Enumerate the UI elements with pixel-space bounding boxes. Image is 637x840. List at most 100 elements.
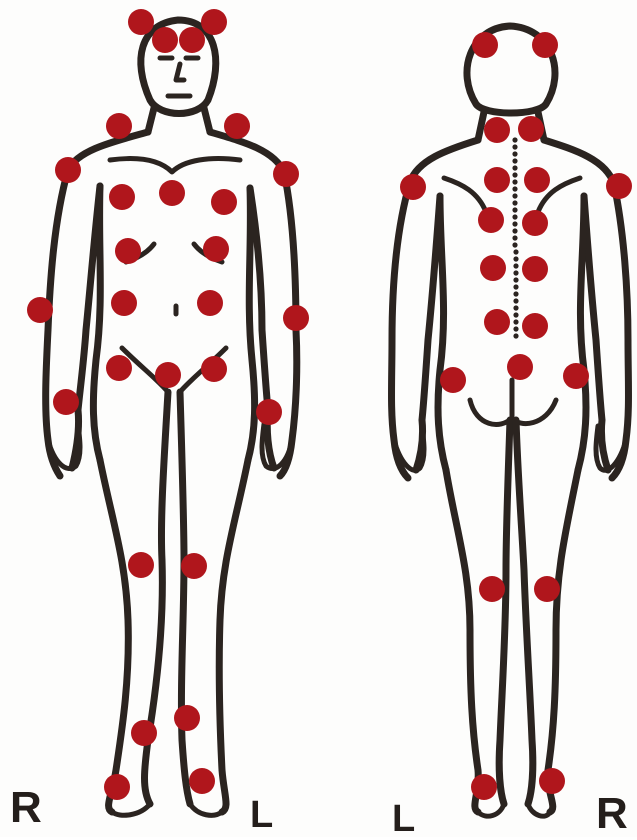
tender-point-marker (201, 356, 227, 382)
back-torso-right (578, 196, 586, 470)
tender-point-marker (484, 167, 510, 193)
tender-point-marker (524, 167, 550, 193)
front-collarbone (110, 159, 240, 173)
spine-dot (512, 165, 517, 170)
tender-point-marker (179, 27, 205, 53)
tender-point-marker (273, 161, 299, 187)
spine-dot (513, 305, 518, 310)
front-right-foot (112, 804, 150, 815)
spine-dot (512, 235, 517, 240)
front-left-side-label: L (250, 796, 273, 834)
tender-point-marker (472, 32, 498, 58)
spine-dot (513, 263, 518, 268)
spine-dot (513, 298, 518, 303)
spine-dot (513, 256, 518, 261)
front-left-leg-inner (180, 392, 190, 804)
tender-point-marker (174, 705, 200, 731)
tender-point-marker (534, 576, 560, 602)
tender-point-marker (211, 189, 237, 215)
spine-dot (513, 319, 518, 324)
tender-point-marker (106, 113, 132, 139)
tender-point-marker (518, 116, 544, 142)
spine-dot (512, 200, 517, 205)
tender-point-marker (104, 774, 130, 800)
tender-point-marker (522, 313, 548, 339)
tender-point-marker (189, 768, 215, 794)
tender-point-marker (532, 32, 558, 58)
tender-point-marker (152, 27, 178, 53)
spine-dot (513, 333, 518, 338)
spine-dot (512, 158, 517, 163)
front-neck-right (148, 108, 154, 132)
tender-point-marker (480, 255, 506, 281)
spine-dot (512, 242, 517, 247)
back-torso-left (438, 196, 446, 470)
back-right-arm-outer (612, 184, 629, 478)
tender-point-marker (155, 362, 181, 388)
tender-point-marker (55, 157, 81, 183)
back-right-leg-inner (516, 420, 533, 804)
tender-point-marker (522, 210, 548, 236)
spine-dot (513, 249, 518, 254)
tender-point-marker (115, 238, 141, 264)
tender-point-marker (484, 117, 510, 143)
back-spine-dots (512, 137, 518, 338)
back-neck-right (478, 112, 484, 140)
spine-dot (512, 221, 517, 226)
tender-point-marker (400, 174, 426, 200)
back-left-leg-outer (446, 470, 478, 812)
tender-point-marker (256, 399, 282, 425)
tender-point-markers (27, 9, 632, 800)
back-left-foot (478, 804, 504, 816)
front-torso-left (248, 188, 255, 460)
back-left-side-label: L (392, 800, 415, 838)
tender-point-marker (440, 367, 466, 393)
front-right-side-label: R (10, 786, 42, 830)
spine-dot (512, 207, 517, 212)
tender-point-marker (201, 9, 227, 35)
tender-point-marker (197, 290, 223, 316)
tender-point-marker (479, 576, 505, 602)
front-nose (176, 64, 184, 80)
tender-point-marker (131, 720, 157, 746)
back-buttocks (470, 380, 556, 424)
tender-point-marker (53, 389, 79, 415)
tender-point-marker (539, 768, 565, 794)
front-left-foot (190, 804, 222, 815)
spine-dot (513, 291, 518, 296)
tender-point-marker (283, 305, 309, 331)
tender-point-marker (507, 354, 533, 380)
tender-point-marker (159, 180, 185, 206)
tender-point-marker (563, 363, 589, 389)
spine-dot (512, 179, 517, 184)
front-right-leg-outer (100, 460, 128, 812)
back-left-leg-inner (499, 420, 510, 804)
spine-dot (512, 214, 517, 219)
spine-dot (512, 193, 517, 198)
spine-dot (512, 151, 517, 156)
tender-point-marker (203, 236, 229, 262)
tender-point-marker (181, 553, 207, 579)
spine-dot (512, 172, 517, 177)
spine-dot (513, 270, 518, 275)
back-shoulder-blade-right (444, 178, 486, 212)
spine-dot (513, 284, 518, 289)
back-figure (392, 26, 629, 816)
tender-point-marker (224, 113, 250, 139)
spine-dot (513, 326, 518, 331)
tender-point-marker (111, 290, 137, 316)
spine-dot (512, 137, 517, 142)
tender-point-marker (484, 309, 510, 335)
front-right-arm-outer (46, 170, 68, 476)
back-right-side-label: R (596, 792, 628, 836)
spine-dot (512, 144, 517, 149)
tender-point-marker (471, 774, 497, 800)
tender-point-marker (27, 297, 53, 323)
tender-point-marker (478, 207, 504, 233)
spine-dot (513, 277, 518, 282)
spine-dot (512, 228, 517, 233)
spine-dot (512, 186, 517, 191)
tender-point-marker (606, 173, 632, 199)
